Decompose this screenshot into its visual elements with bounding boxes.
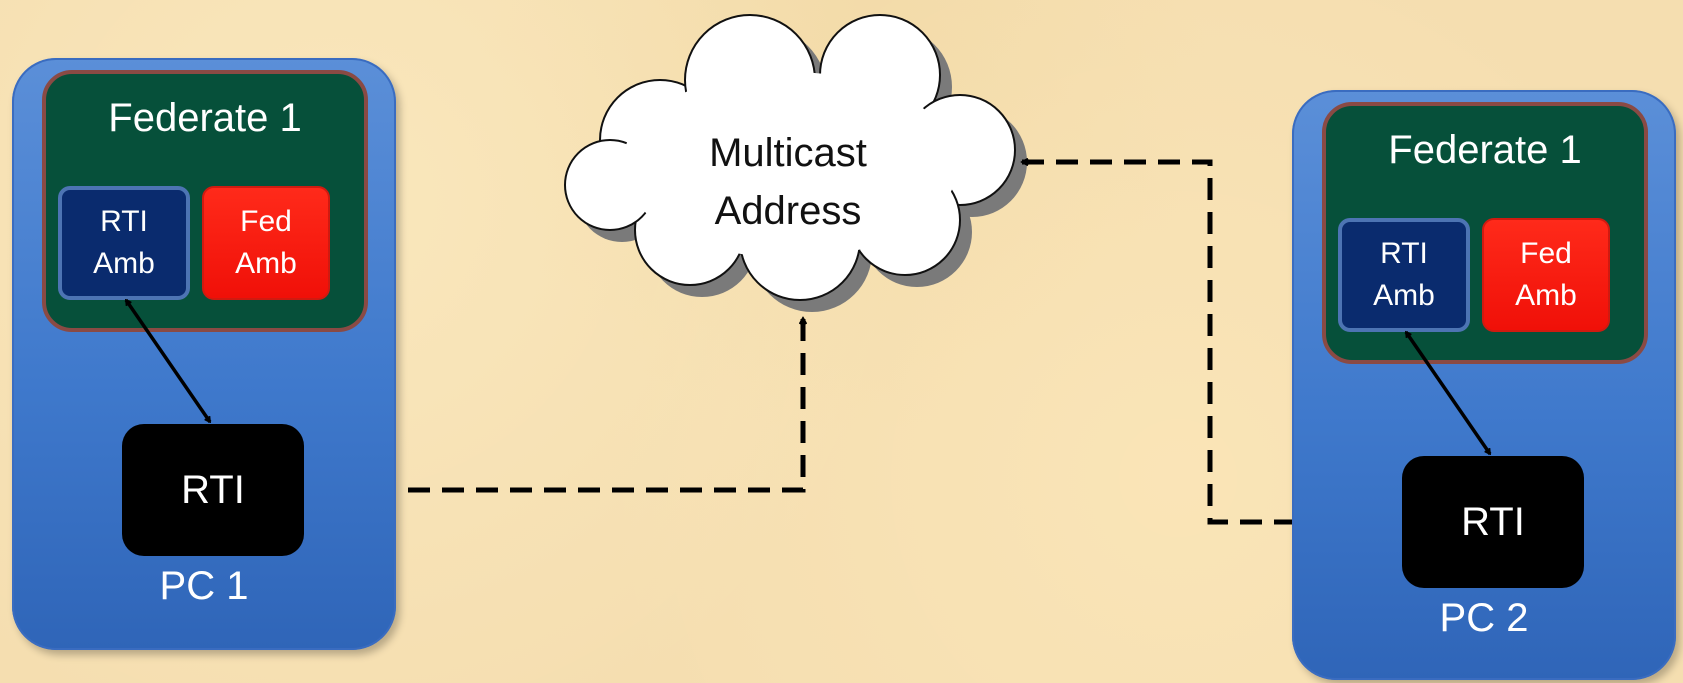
pc1-label: PC 1 — [159, 564, 249, 608]
pc2-rti: RTI — [1402, 456, 1584, 588]
cloud-label-line2: Address — [714, 189, 862, 233]
cloud-fill — [622, 72, 958, 258]
pc1-rti: RTI — [122, 424, 304, 556]
pc1-box: Federate 1 RTI Amb Fed Amb RTI PC 1 — [12, 58, 396, 650]
cloud-label: Multicast Address — [658, 124, 918, 240]
cloud-label-line1: Multicast — [709, 131, 867, 175]
pc2-label: PC 2 — [1439, 596, 1529, 640]
pc1-federate-title: Federate 1 — [108, 96, 302, 140]
pc1-fed-amb: Fed Amb — [202, 186, 330, 300]
pc1-multicast-link — [306, 318, 803, 490]
pc2-rti-amb: RTI Amb — [1338, 218, 1470, 332]
pc2-box: Federate 1 RTI Amb Fed Amb RTI PC 2 — [1292, 90, 1676, 680]
pc1-rti-amb: RTI Amb — [58, 186, 190, 300]
pc2-federate-title: Federate 1 — [1388, 128, 1582, 172]
pc2-federate: Federate 1 RTI Amb Fed Amb — [1322, 102, 1648, 364]
pc2-fed-amb: Fed Amb — [1482, 218, 1610, 332]
pc1-federate: Federate 1 RTI Amb Fed Amb — [42, 70, 368, 332]
